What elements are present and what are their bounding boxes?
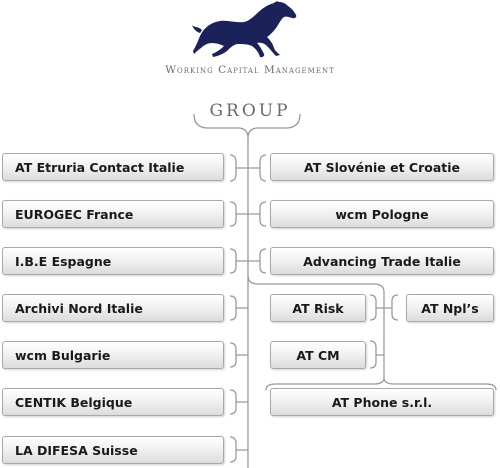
entity-ibe-espagne: I.B.E Espagne <box>2 247 224 275</box>
entity-wcm-bulgarie: wcm Bulgarie <box>2 341 224 369</box>
entity-at-cm: AT CM <box>270 341 366 369</box>
horse-logo <box>192 1 297 58</box>
entity-eurogec-france: EUROGEC France <box>2 200 224 228</box>
entity-at-slovenie-croatie: AT Slovénie et Croatie <box>270 153 494 181</box>
entity-at-etruria-contact-italie: AT Etruria Contact Italie <box>2 153 224 181</box>
entity-at-npls: AT Npl’s <box>406 294 494 322</box>
entity-at-phone-srl: AT Phone s.r.l. <box>270 388 494 416</box>
group-title: GROUP <box>209 101 291 121</box>
company-name: Working Capital Management <box>165 64 335 76</box>
entity-la-difesa-suisse: LA DIFESA Suisse <box>2 436 224 464</box>
entity-at-risk: AT Risk <box>270 294 366 322</box>
entity-advancing-trade-italie: Advancing Trade Italie <box>270 247 494 275</box>
entity-wcm-pologne: wcm Pologne <box>270 200 494 228</box>
entity-archivi-nord-italie: Archivi Nord Italie <box>2 294 224 322</box>
entity-centik-belgique: CENTIK Belgique <box>2 388 224 416</box>
